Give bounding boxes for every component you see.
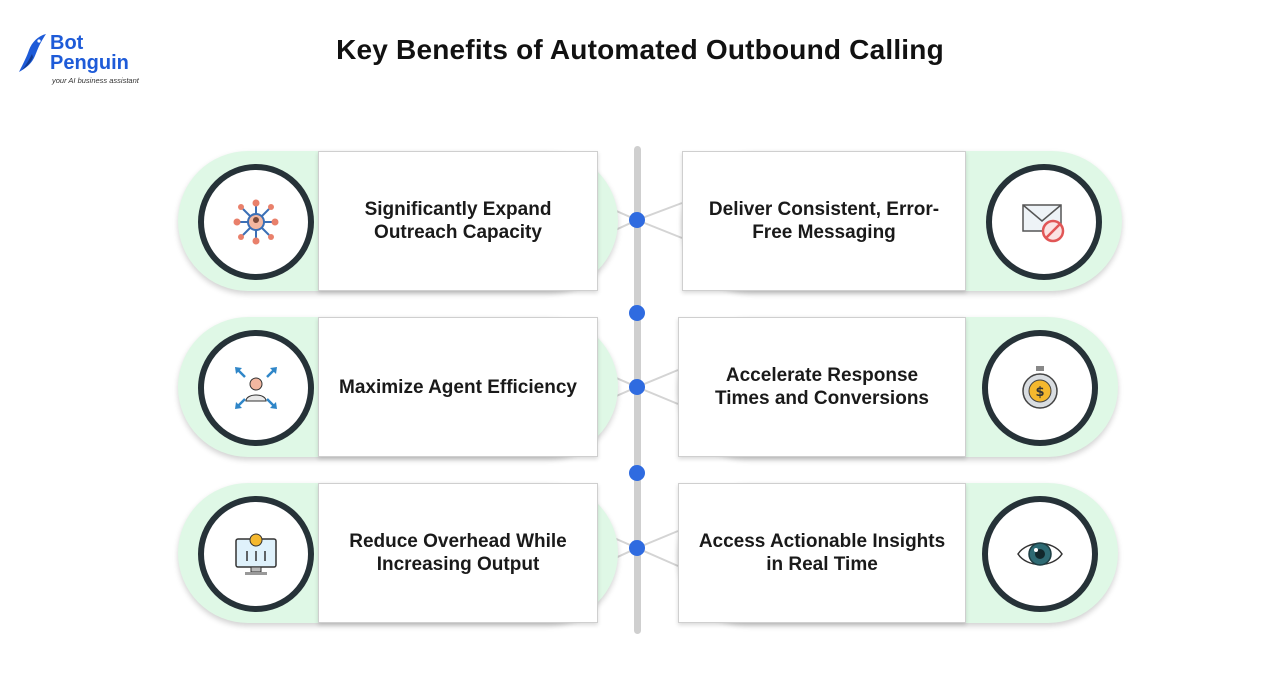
icon-ring xyxy=(198,164,314,280)
agent-arrows-icon xyxy=(235,367,277,409)
penguin-logo-icon xyxy=(19,34,46,72)
benefit-card: Access Actionable Insights in Real Time xyxy=(678,483,1118,623)
stopwatch-dollar-icon: $ xyxy=(1022,366,1058,409)
icon-ring xyxy=(986,164,1102,280)
timeline-dot xyxy=(629,379,645,395)
timeline-dot xyxy=(629,212,645,228)
network-people-icon xyxy=(233,199,279,245)
benefit-label: Reduce Overhead While Increasing Output xyxy=(318,483,598,623)
benefit-label: Significantly Expand Outreach Capacity xyxy=(318,151,598,291)
benefit-card: Deliver Consistent, Error-Free Messaging xyxy=(682,151,1122,291)
icon-ring: $ xyxy=(982,330,1098,446)
page-title: Key Benefits of Automated Outbound Calli… xyxy=(336,34,944,65)
brand-logo: Bot Penguin your AI business assistant xyxy=(18,30,148,90)
brand-tagline: your AI business assistant xyxy=(52,76,139,85)
benefit-label: Access Actionable Insights in Real Time xyxy=(678,483,966,623)
benefit-label: Deliver Consistent, Error-Free Messaging xyxy=(682,151,966,291)
benefit-card: Accelerate Response Times and Conversion… xyxy=(678,317,1118,457)
benefit-card: Reduce Overhead While Increasing Output xyxy=(178,483,618,623)
svg-text:$: $ xyxy=(1035,385,1044,400)
benefit-label: Maximize Agent Efficiency xyxy=(318,317,598,457)
timeline-dot xyxy=(629,465,645,481)
brand-name-line2: Penguin xyxy=(50,52,129,74)
benefit-card: Significantly Expand Outreach Capacity xyxy=(178,151,618,291)
timeline-dot xyxy=(629,305,645,321)
benefit-label: Accelerate Response Times and Conversion… xyxy=(678,317,966,457)
timeline-dot xyxy=(629,540,645,556)
brand-name-line1: Bot xyxy=(50,32,84,54)
icon-ring xyxy=(198,496,314,612)
icon-ring xyxy=(982,496,1098,612)
icon-ring xyxy=(198,330,314,446)
eye-icon xyxy=(1017,542,1063,566)
cost-monitor-icon xyxy=(235,533,277,575)
benefit-card: Maximize Agent Efficiency xyxy=(178,317,618,457)
mail-blocked-icon xyxy=(1022,204,1065,243)
